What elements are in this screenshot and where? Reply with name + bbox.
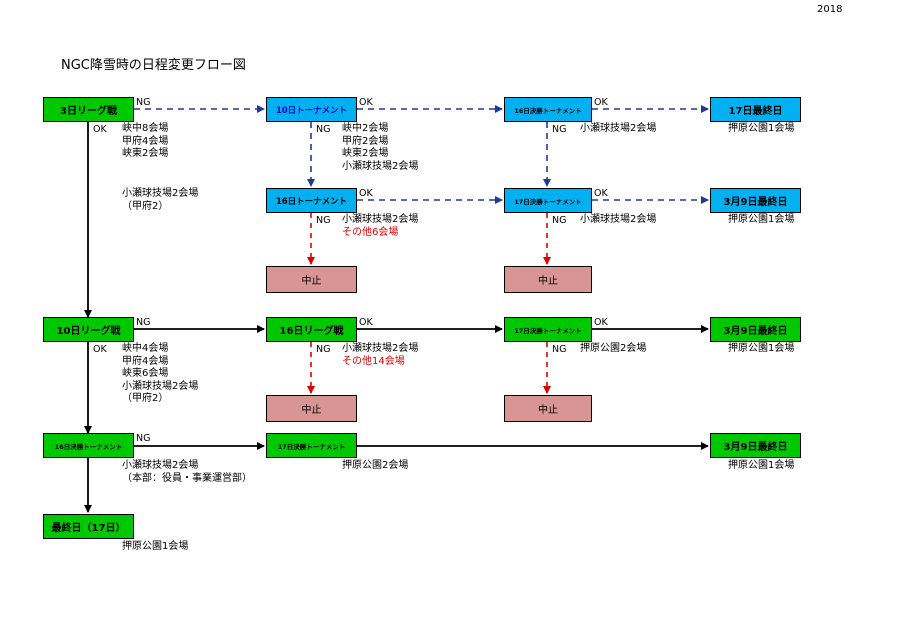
venue-item: 峡東2会場 [122, 148, 169, 159]
venue-last17: 押原公園1会場 [728, 123, 795, 134]
venue-item: （甲府2） [122, 200, 169, 212]
box-tournament-day16: 16日トーナメント [266, 188, 357, 213]
ok-label: OK [359, 317, 373, 328]
venue-list-tourn10: 峡中2会場 甲府2会場 峡東2会場 小瀬球技場2会場 [342, 123, 418, 173]
venue-final17-green2: 押原公園2会場 [342, 460, 409, 471]
ok-label: OK [594, 188, 608, 199]
venue-item: 甲府4会場 [122, 135, 169, 147]
venue-list-league3-extra: 小瀬球技場2会場 （甲府2） [122, 188, 198, 213]
ok-label: OK [359, 97, 373, 108]
venue-list-league16: 小瀬球技場2会場 その他14会場 [342, 343, 418, 368]
venue-item-other: その他6会場 [342, 226, 399, 238]
ok-label: OK [594, 97, 608, 108]
venue-final17-blue: 小瀬球技場2会場 [580, 214, 657, 225]
box-last-mar9-green2: 3月9日最終日 [710, 433, 801, 458]
venue-list-tourn16: 小瀬球技場2会場 その他6会場 [342, 214, 418, 239]
venue-item: 小瀬球技場2会場 [342, 160, 419, 172]
venue-item: 小瀬球技場2会場 [122, 188, 199, 199]
venue-item: 峡東2会場 [342, 148, 389, 159]
venue-list-league3: 峡中8会場 甲府4会場 峡東2会場 [122, 123, 168, 161]
box-cancel: 中止 [266, 395, 357, 422]
venue-item: 甲府4会場 [122, 355, 169, 367]
year-label: 2018 [817, 4, 843, 15]
venue-final16-top: 小瀬球技場2会場 [580, 123, 657, 134]
box-last-mar9-blue: 3月9日最終日 [710, 188, 801, 213]
ng-label: NG [552, 215, 567, 226]
venue-mar9-blue: 押原公園1会場 [728, 214, 795, 225]
ng-label: NG [316, 215, 331, 226]
venue-item: 甲府2会場 [342, 135, 389, 147]
box-cancel: 中止 [266, 266, 357, 293]
box-last-day17: 17日最終日 [710, 97, 801, 122]
venue-mar9-green: 押原公園1会場 [728, 343, 795, 354]
box-final-tournament-day17-green: 17日決勝トーナメント [504, 317, 592, 342]
venue-item: 峡中2会場 [342, 123, 389, 134]
venue-item: 峡東6会場 [122, 368, 169, 379]
venue-item: 小瀬球技場2会場 [342, 343, 419, 354]
venue-item: 小瀬球技場2会場 [122, 460, 199, 471]
ok-label: OK [594, 317, 608, 328]
ok-label: OK [93, 124, 107, 135]
box-final-day17: 最終日（17日） [43, 514, 134, 539]
ng-label: NG [552, 344, 567, 355]
box-last-mar9-green: 3月9日最終日 [710, 317, 801, 342]
venue-mar9-green2: 押原公園1会場 [728, 460, 795, 471]
venue-final17-green: 押原公園2会場 [580, 343, 647, 354]
ng-label: NG [136, 433, 151, 444]
venue-item: 峡中4会場 [122, 343, 169, 354]
box-cancel: 中止 [504, 395, 592, 422]
venue-item-other: その他14会場 [342, 355, 405, 367]
venue-item: 小瀬球技場2会場 [122, 380, 199, 392]
box-cancel: 中止 [504, 266, 592, 293]
venue-final-day17: 押原公園1会場 [122, 541, 189, 552]
box-final-tournament-day16-green: 16日決勝トーナメント [43, 433, 134, 458]
page-title: NGC降雪時の日程変更フロー図 [61, 58, 246, 73]
venue-item: （甲府2） [122, 393, 169, 404]
venue-list-league10: 峡中4会場 甲府4会場 峡東6会場 小瀬球技場2会場 （甲府2） [122, 343, 198, 406]
ng-label: NG [316, 124, 331, 135]
ng-label: NG [316, 344, 331, 355]
box-final-tournament-day17-green2: 17日決勝トーナメント [266, 433, 357, 458]
venue-list-final16-green: 小瀬球技場2会場 （本部：役員・事業運営部） [122, 460, 252, 485]
box-final-tournament-day17-blue: 17日決勝トーナメント [504, 188, 592, 213]
ok-label: OK [93, 344, 107, 355]
ng-label: NG [136, 97, 151, 108]
ok-label: OK [359, 188, 373, 199]
box-league-day10: 10日リーグ戦 [43, 317, 134, 342]
ng-label: NG [136, 317, 151, 328]
venue-item: 小瀬球技場2会場 [342, 214, 419, 225]
box-league-day3: 3日リーグ戦 [43, 97, 134, 122]
box-tournament-day10: 10日トーナメント [266, 97, 357, 122]
box-final-tournament-day16: 16日決勝トーナメント [504, 97, 592, 122]
venue-item: 峡中8会場 [122, 123, 169, 134]
box-league-day16: 16日リーグ戦 [266, 317, 357, 342]
venue-item: （本部：役員・事業運営部） [122, 472, 252, 484]
ng-label: NG [552, 124, 567, 135]
